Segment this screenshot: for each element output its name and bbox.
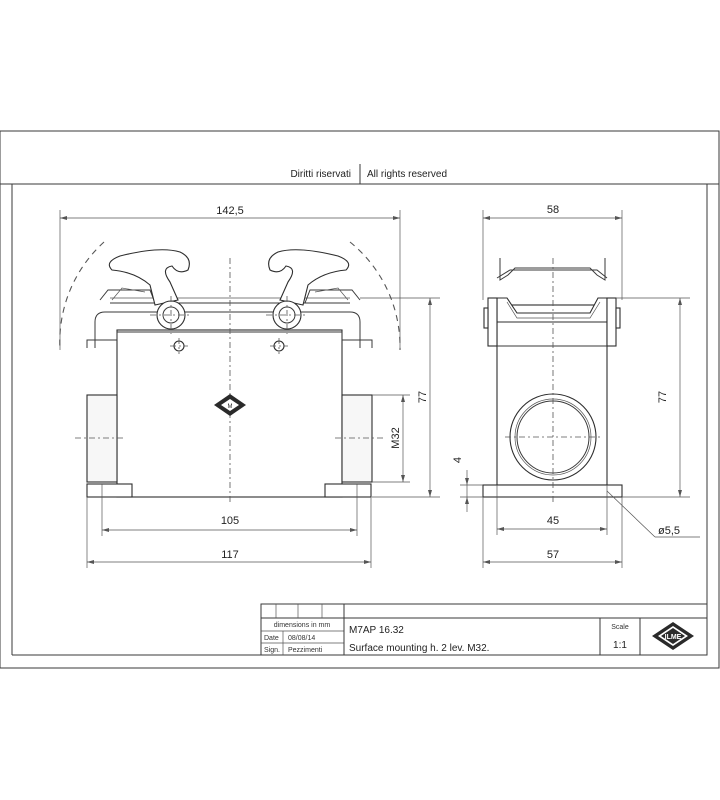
front-view: M 142,5 77 M32 105 117 [59, 205, 440, 568]
housing-logo: M [214, 394, 246, 416]
side-lever-right [606, 297, 617, 347]
dim-hole-diameter: ø5,5 [658, 525, 680, 537]
rights-reserved-it: Diritti riservati [290, 169, 351, 180]
base-flange-left [86, 483, 133, 498]
dim-flange-thickness: 4 [452, 457, 464, 463]
side-lever-top [499, 258, 606, 281]
date-value: 08/08/14 [288, 635, 315, 642]
side-base [482, 484, 623, 498]
scale-value: 1:1 [613, 640, 627, 651]
part-description: Surface mounting h. 2 lev. M32. [349, 643, 489, 654]
dim-side-height: 77 [657, 391, 669, 403]
units-note: dimensions in mm [274, 622, 331, 629]
dim-front-height: 77 [417, 391, 429, 403]
dim-base-length: 117 [221, 549, 239, 561]
cable-entry-left [86, 394, 118, 483]
sign-label: Sign. [264, 647, 280, 654]
dim-side-width: 58 [547, 204, 559, 216]
part-code: M7AP 16.32 [349, 625, 404, 636]
sheet-frame [0, 130, 720, 669]
logo-text: ILME [665, 634, 682, 641]
base-flange-right [324, 483, 372, 498]
cable-entry-right [341, 394, 373, 483]
side-cover [496, 297, 608, 323]
side-view: 58 77 4 45 57 ø5,5 [452, 204, 700, 568]
title-block: dimensions in mm Date 08/08/14 Sign. Pez… [260, 603, 708, 656]
ilme-logo: ILME [652, 622, 694, 650]
rights-reserved-en: All rights reserved [367, 169, 447, 180]
svg-text:M: M [228, 404, 233, 410]
dim-hole-spacing: 105 [221, 515, 239, 527]
lever-arc-right [349, 241, 401, 351]
lever-right [268, 249, 350, 306]
lever-left [108, 249, 190, 306]
dim-side-base-length: 57 [547, 549, 559, 561]
dim-overall-width: 142,5 [216, 205, 244, 217]
scale-label: Scale [611, 624, 629, 631]
side-lever-left [487, 297, 498, 347]
sign-value: Pezzimenti [288, 647, 323, 654]
dim-side-hole-spacing: 45 [547, 515, 559, 527]
date-label: Date [264, 635, 279, 642]
locking-frame [94, 311, 361, 348]
lever-arc-left [59, 241, 105, 351]
dim-thread-size: M32 [390, 427, 402, 448]
